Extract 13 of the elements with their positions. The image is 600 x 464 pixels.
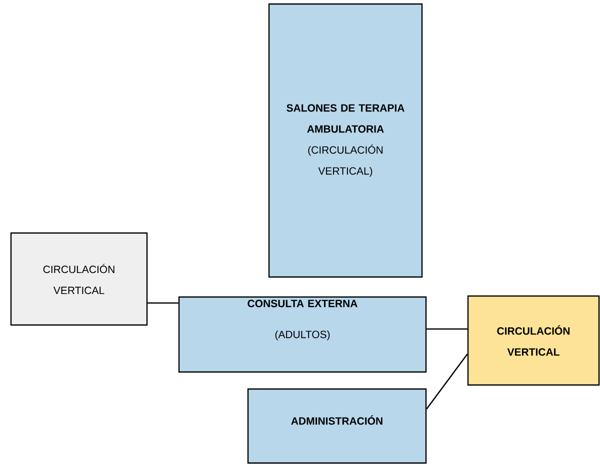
room-label: CIRCULACIÓN VERTICAL	[43, 264, 114, 294]
room-box	[178, 296, 427, 373]
room-box	[268, 3, 423, 278]
connector-line	[148, 302, 178, 304]
room-label: SALONES DE TERAPIA AMBULATORIA (CIRCULACIÓN VERTICAL)	[286, 104, 404, 177]
room-box	[467, 295, 600, 386]
connector-line	[426, 328, 468, 330]
room-box	[247, 388, 427, 464]
room-label: CONSULTA EXTERNA (ADULTOS)	[248, 300, 358, 340]
room-label: ADMINISTRACIÓN	[291, 415, 382, 425]
room-label: CIRCULACIÓN VERTICAL	[497, 325, 570, 356]
room-box	[10, 232, 148, 326]
connector-line	[426, 354, 468, 410]
